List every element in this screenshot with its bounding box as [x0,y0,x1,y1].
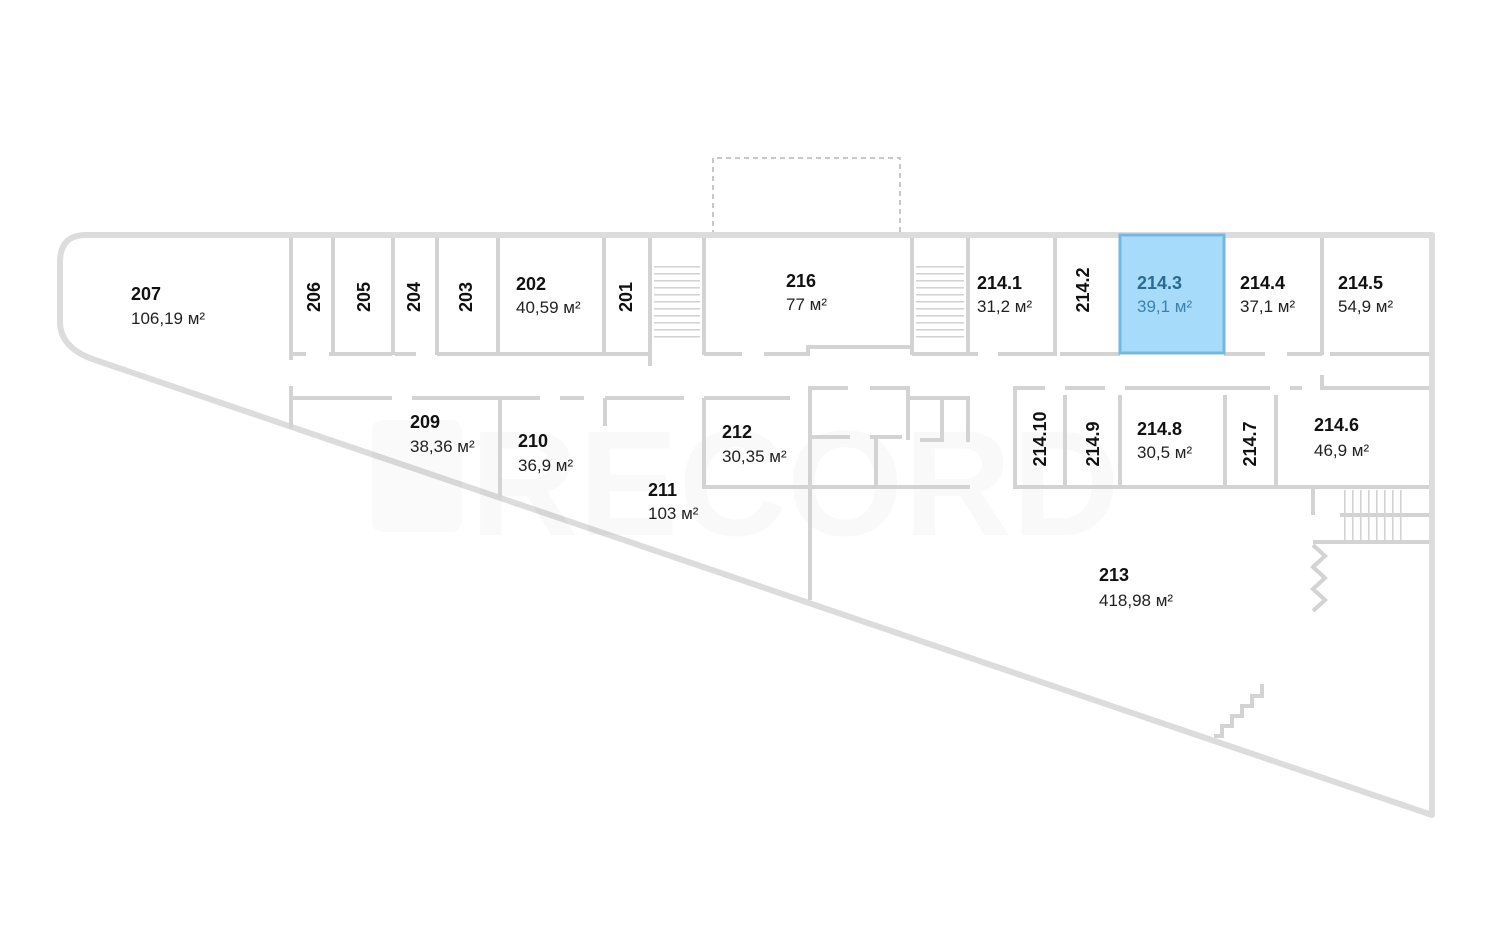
room-214-7[interactable]: 214.7 [1225,388,1276,487]
room-210-square: 36,9 м² [518,456,573,475]
room-214-4-area[interactable] [1224,238,1322,354]
second-row-left-walls [289,386,970,600]
room-214-10-number: 214.10 [1030,411,1050,466]
room-214-3-area[interactable] [1118,233,1226,355]
staircase-left [654,263,700,343]
room-213[interactable]: 213 418,98 м² [810,489,1429,812]
room-209[interactable]: 209 38,36 м² [291,398,500,498]
room-201[interactable]: 201 [604,238,650,354]
room-216-square: 77 м² [786,295,827,314]
room-214-3-number: 214.3 [1137,273,1182,293]
room-204[interactable]: 204 [393,238,437,354]
room-214-2[interactable]: 214.2 [1055,238,1120,354]
room-205[interactable]: 205 [333,238,393,354]
room-207-area[interactable] [63,238,291,354]
staircase-lower [1342,490,1406,540]
balcony-outline [712,157,901,235]
room-214-8[interactable]: 214.8 30,5 м² [1120,388,1225,487]
room-214-6-square: 46,9 м² [1314,441,1369,460]
room-212-area[interactable] [704,398,810,487]
staircase-right [916,263,964,343]
room-214-3[interactable]: 214.3 39,1 м² [1118,233,1226,355]
room-214-9-number: 214.9 [1083,421,1103,466]
room-211-number: 211 [648,480,677,500]
room-209-square: 38,36 м² [410,437,475,456]
room-206-number: 206 [304,282,324,312]
room-214-1-area[interactable] [968,238,1055,354]
room-213-number: 213 [1099,565,1129,585]
room-216[interactable]: 216 77 м² [704,238,912,350]
stair-steps [1214,684,1264,738]
room-214-2-number: 214.2 [1073,267,1093,312]
room-202[interactable]: 202 40,59 м² [498,238,604,354]
room-214-10[interactable]: 214.10 [1015,388,1065,487]
room-214-5[interactable]: 214.5 54,9 м² [1322,238,1429,354]
room-214-4[interactable]: 214.4 37,1 м² [1224,238,1322,354]
room-214-8-number: 214.8 [1137,419,1182,439]
room-209-number: 209 [410,412,440,432]
room-204-number: 204 [404,282,424,312]
room-214-4-number: 214.4 [1240,273,1285,293]
room-213-area[interactable] [810,489,1429,812]
room-214-3-square: 39,1 м² [1137,297,1192,316]
room-212-number: 212 [722,422,752,442]
room-214-4-square: 37,1 м² [1240,297,1295,316]
room-213-square: 418,98 м² [1099,591,1173,610]
room-201-number: 201 [616,282,636,312]
room-214-7-number: 214.7 [1240,421,1260,466]
room-214-6-area[interactable] [1276,388,1429,487]
room-216-area[interactable] [704,238,912,350]
room-202-number: 202 [516,274,546,294]
room-210-number: 210 [518,431,548,451]
room-212[interactable]: 212 30,35 м² [704,398,810,487]
room-214-6-number: 214.6 [1314,415,1359,435]
room-206[interactable]: 206 [291,238,333,354]
room-210[interactable]: 210 36,9 м² [500,398,605,533]
room-214-1-number: 214.1 [977,273,1022,293]
room-205-number: 205 [354,282,374,312]
room-207-number: 207 [131,284,161,304]
room-207[interactable]: 207 106,19 м² [63,238,291,354]
room-214-9[interactable]: 214.9 [1065,388,1120,487]
room-202-area[interactable] [498,238,604,354]
room-214-6[interactable]: 214.6 46,9 м² [1276,388,1429,487]
room-214-1[interactable]: 214.1 31,2 м² [968,238,1055,354]
room-214-5-square: 54,9 м² [1338,297,1393,316]
room-211-square: 103 м² [648,504,699,523]
ramp-zigzag [1310,543,1328,613]
room-202-square: 40,59 м² [516,298,581,317]
room-214-8-square: 30,5 м² [1137,443,1192,462]
top-row-corridor-wall [289,345,1429,356]
building-outline [57,232,1435,818]
room-212-square: 30,35 м² [722,447,787,466]
room-203-number: 203 [456,282,476,312]
top-row-partitions [289,238,1324,366]
interior-walls [289,238,1429,738]
room-216-number: 216 [786,271,816,291]
room-211[interactable]: 211 103 м² [605,398,810,603]
core-rooms-walls [808,386,970,487]
office-214-block-walls [1013,375,1429,489]
room-214-5-area[interactable] [1322,238,1429,354]
room-214-5-number: 214.5 [1338,273,1383,293]
room-214-1-square: 31,2 м² [977,297,1032,316]
room-207-square: 106,19 м² [131,309,205,328]
room-203[interactable]: 203 [437,238,498,354]
